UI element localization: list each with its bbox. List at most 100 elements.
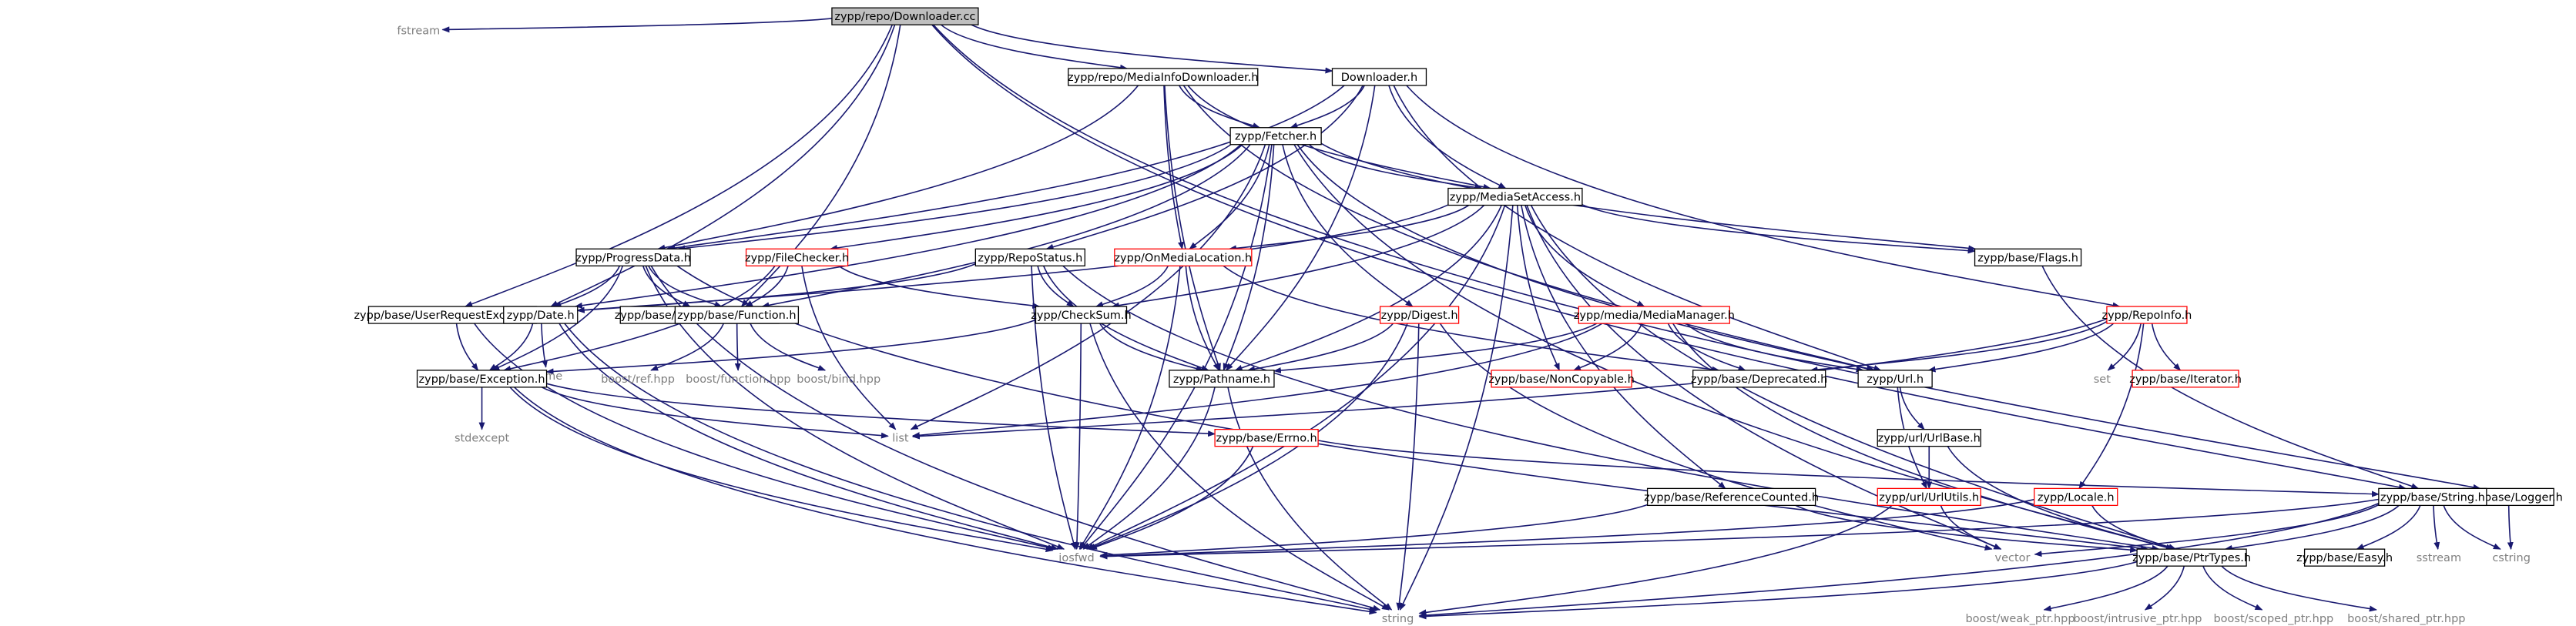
node-mid-label: zypp/repo/MediaInfoDownloader.h [1068,72,1258,84]
node-exc-box [416,370,548,388]
node-rs-box [974,248,1085,266]
node-urlutils[interactable]: zypp/url/UrlUtils.h [1877,487,1981,507]
edge-root-to-func [740,25,901,307]
node-ure-label: zypp/base/UserRequestException.h [354,310,551,322]
edge-rs-to-cs [1037,266,1075,307]
edge-ri-to-iter [2151,323,2182,371]
node-func-label: zypp/base/Function.h [677,310,796,322]
edge-pd-to-func [648,265,723,307]
node-errno[interactable]: zypp/base/Errno.h [1214,428,1319,447]
edge-date-to-exc [488,323,534,371]
node-fc[interactable]: zypp/FileChecker.h [745,248,849,266]
node-mm[interactable]: zypp/media/MediaManager.h [1574,306,1735,324]
node-oml[interactable]: zypp/OnMediaLocation.h [1114,248,1253,266]
node-list-label: list [892,433,909,445]
node-bbind: boost/bind.hpp [797,373,880,386]
node-mm-label: zypp/media/MediaManager.h [1574,310,1735,322]
edge-urlbase-to-ptrtypes [1947,446,2174,551]
node-mid[interactable]: zypp/repo/MediaInfoDownloader.h [1068,68,1258,86]
edge-ri-to-locale [2078,323,2145,490]
node-pd[interactable]: zypp/ProgressData.h [575,248,691,266]
edge-root-to-ure [465,24,894,307]
edge-digest-to-string [1396,323,1420,611]
edge-ri-to-set [2107,323,2142,371]
node-urlbase[interactable]: zypp/url/UrlBase.h [1877,428,1981,447]
edge-fc-to-cs [838,265,1041,309]
node-oml-box [1114,248,1253,266]
node-list: list [892,433,909,445]
edge-msa-to-noncopy [1516,205,1560,371]
node-msa-box [1447,187,1583,206]
node-root[interactable]: zypp/repo/Downloader.cc [831,7,979,25]
edge-urlutils-to-string [1418,504,1893,616]
edge-cs-to-exc [545,319,1036,375]
node-url[interactable]: zypp/Url.h [1857,370,1933,388]
node-exc[interactable]: zypp/base/Exception.h [416,370,548,388]
node-pathname[interactable]: zypp/Pathname.h [1169,370,1275,388]
node-date[interactable]: zypp/Date.h [503,306,579,324]
node-urlutils-label: zypp/url/UrlUtils.h [1879,491,1979,504]
node-bshared-label: boost/shared_ptr.hpp [2347,613,2465,625]
edge-oml-to-iosfwd [1078,266,1181,551]
node-stdexcept-label: stdexcept [454,433,510,445]
node-url-box [1857,370,1933,388]
node-refc[interactable]: zypp/base/ReferenceCounted.h [1644,487,1819,507]
node-bintr: boost/intrusive_ptr.hpp [2073,613,2202,625]
node-msa[interactable]: zypp/MediaSetAccess.h [1447,187,1583,206]
edge-mid-to-fetcher [1179,85,1261,129]
node-locale[interactable]: zypp/Locale.h [2034,487,2118,507]
node-rs[interactable]: zypp/RepoStatus.h [974,248,1085,266]
node-digest[interactable]: zypp/Digest.h [1379,306,1460,324]
edge-string_h-to-ptrtypes [2224,504,2400,551]
node-iter[interactable]: zypp/base/Iterator.h [2129,370,2242,388]
node-cs[interactable]: zypp/CheckSum.h [1031,306,1132,324]
edge-dl-to-fetcher [1290,85,1365,129]
edge-root-to-date [550,24,896,307]
node-ure[interactable]: zypp/base/UserRequestException.h [354,306,551,324]
node-dl[interactable]: Downloader.h [1331,68,1427,86]
edge-mm-to-list [911,323,1603,439]
node-flags[interactable]: zypp/base/Flags.h [1974,248,2082,266]
node-digest-box [1379,306,1460,324]
node-fetcher-box [1229,127,1322,146]
node-fetcher[interactable]: zypp/Fetcher.h [1229,127,1322,146]
node-ri[interactable]: zypp/RepoInfo.h [2101,306,2192,324]
node-string_h[interactable]: zypp/base/String.h [2378,487,2487,507]
node-urlbase-box [1877,428,1981,447]
edge-fetcher-to-digest [1282,144,1414,307]
node-sstream-label: sstream [2417,552,2461,564]
edge-pathname-to-string [1227,387,1393,611]
node-pd-box [575,248,691,266]
node-ptrtypes[interactable]: zypp/base/PtrTypes.h [2132,548,2251,567]
node-noncopy[interactable]: zypp/base/NonCopyable.h [1488,370,1635,388]
node-dl-box [1331,68,1427,86]
node-easy-label: zypp/base/Easy.h [2296,552,2393,564]
edge-cs-to-pathname [1099,323,1204,372]
edge-exc-to-list [542,387,889,439]
edge-mid-to-pathname [1164,85,1221,371]
node-root-box [831,7,979,25]
edge-string_h-to-iosfwd [1099,498,2380,560]
node-refc-label: zypp/base/ReferenceCounted.h [1644,491,1819,504]
edge-fetcher-to-pathname [1223,144,1275,371]
node-noncopy-box [1491,370,1632,388]
edge-fc-to-list [801,266,897,430]
node-func[interactable]: zypp/base/Function.h [674,306,800,324]
node-bref: boost/ref.hpp [601,373,675,386]
node-bshared: boost/shared_ptr.hpp [2347,613,2465,625]
edge-fetcher-to-oml [1189,144,1270,249]
node-depr[interactable]: zypp/base/Deprecated.h [1691,370,1827,388]
node-ptrtypes-label: zypp/base/PtrTypes.h [2132,552,2251,564]
node-easy[interactable]: zypp/base/Easy.h [2296,548,2393,567]
edge-rs-to-pathname [1042,265,1209,371]
node-cstring-label: cstring [2492,552,2531,564]
node-string_h-box [2378,487,2487,507]
node-date-label: zypp/Date.h [507,310,575,322]
edge-root-to-fstream [441,18,833,33]
edge-func-to-bbind [750,323,827,371]
edge-errno-to-string_h [1317,440,2380,497]
node-depr-box [1692,370,1826,388]
node-ri-label: zypp/RepoInfo.h [2101,310,2192,322]
node-bbind-label: boost/bind.hpp [797,373,880,386]
